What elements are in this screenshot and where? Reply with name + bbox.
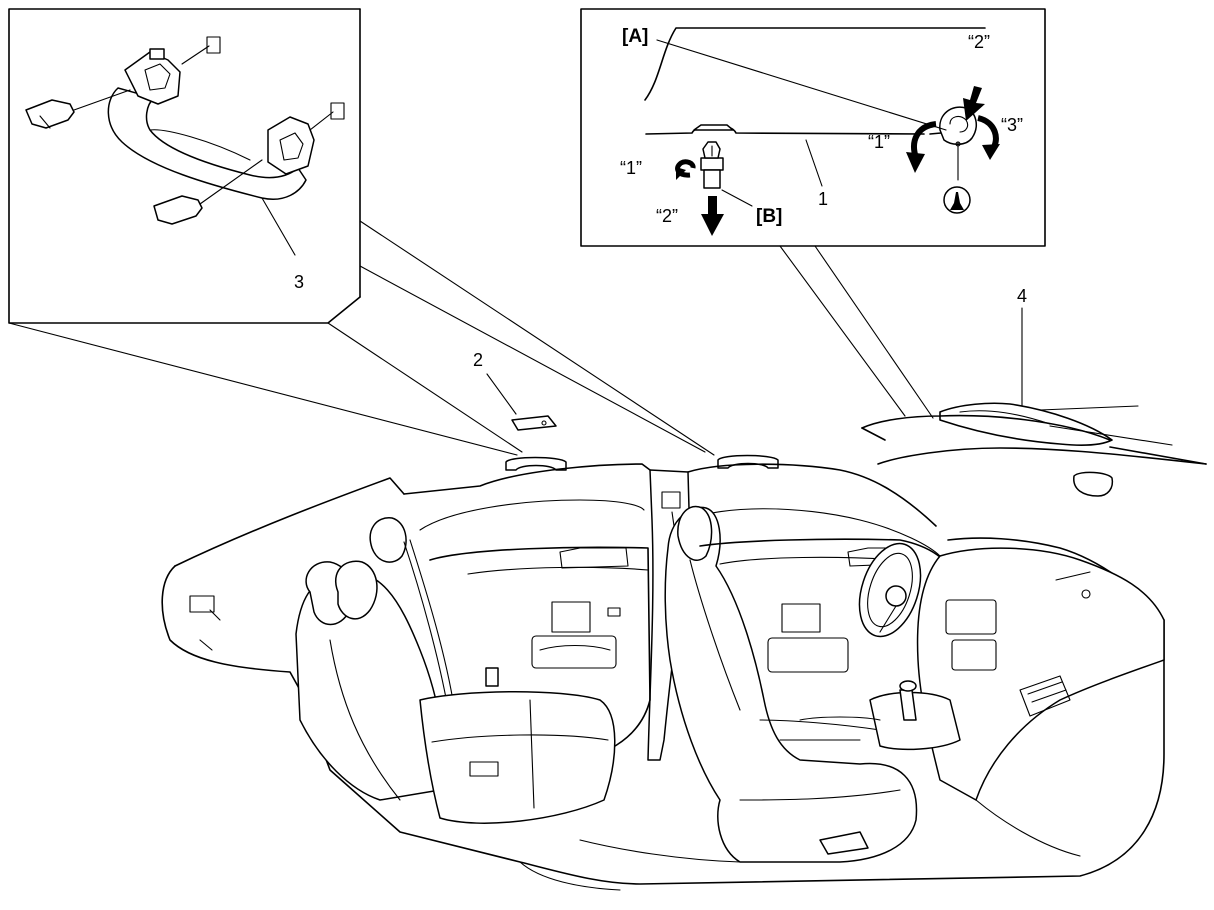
label-b: [B] — [756, 206, 782, 227]
callout-3: 3 — [294, 272, 304, 292]
callout-1: 1 — [818, 189, 828, 209]
label-step-2-clip-b: “2” — [656, 206, 678, 226]
car-interior-cutaway — [161, 402, 1207, 891]
label-step-2-clip-a: “2” — [968, 32, 990, 52]
label-step-1-clip-b: “1” — [620, 158, 642, 178]
clip-removal-detail-panel: [A] [B] “2” “1” “3” “1” “2” 1 — [580, 8, 1046, 419]
callout-2-group: 2 — [473, 350, 557, 431]
label-a: [A] — [622, 26, 648, 47]
callout-4-group: 4 — [1017, 286, 1027, 407]
clip-a — [906, 86, 1000, 214]
callout-2: 2 — [473, 350, 483, 370]
clip-b — [675, 141, 724, 236]
callout-4: 4 — [1017, 286, 1027, 306]
assist-grip-illustration: 3 — [25, 36, 345, 292]
assist-grip-detail-panel — [8, 8, 715, 456]
label-step-1-clip-a: “1” — [868, 132, 890, 152]
label-step-3-clip-a: “3” — [1001, 115, 1023, 135]
